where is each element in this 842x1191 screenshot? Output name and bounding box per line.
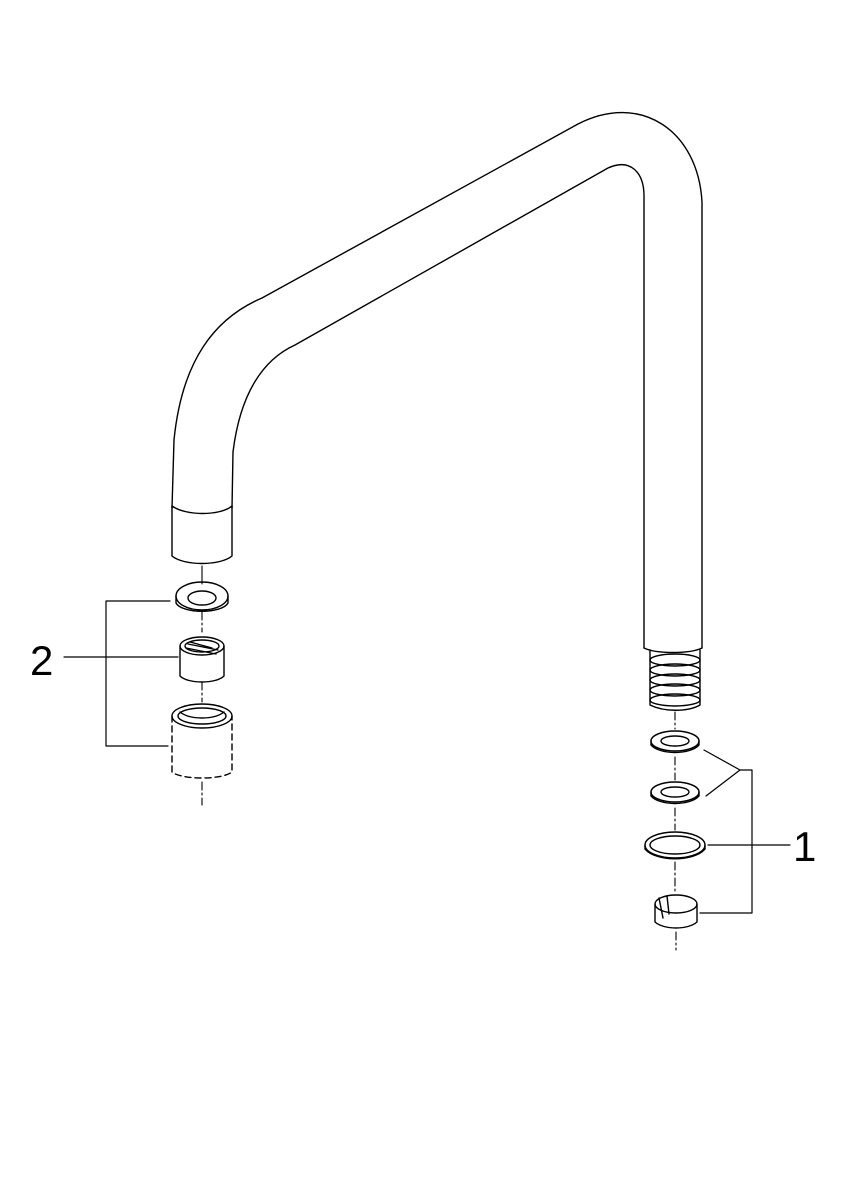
clamp-sleeve (654, 894, 698, 929)
threaded-connector (649, 649, 701, 711)
centre-axis-right (674, 711, 677, 951)
callout-label-2: 2 (30, 637, 54, 684)
callout-label-1: 1 (793, 823, 817, 870)
spout-end-sleeve (171, 505, 233, 565)
nozzle-cap (171, 703, 233, 779)
leader-line-2 (63, 600, 179, 747)
o-ring (644, 831, 706, 860)
washer-right-1 (650, 730, 700, 754)
washer-left (175, 581, 229, 612)
washer-right-2 (650, 781, 700, 805)
spout-pipe (171, 111, 703, 654)
leader-line-1 (699, 749, 791, 914)
aerator-insert (179, 636, 225, 683)
